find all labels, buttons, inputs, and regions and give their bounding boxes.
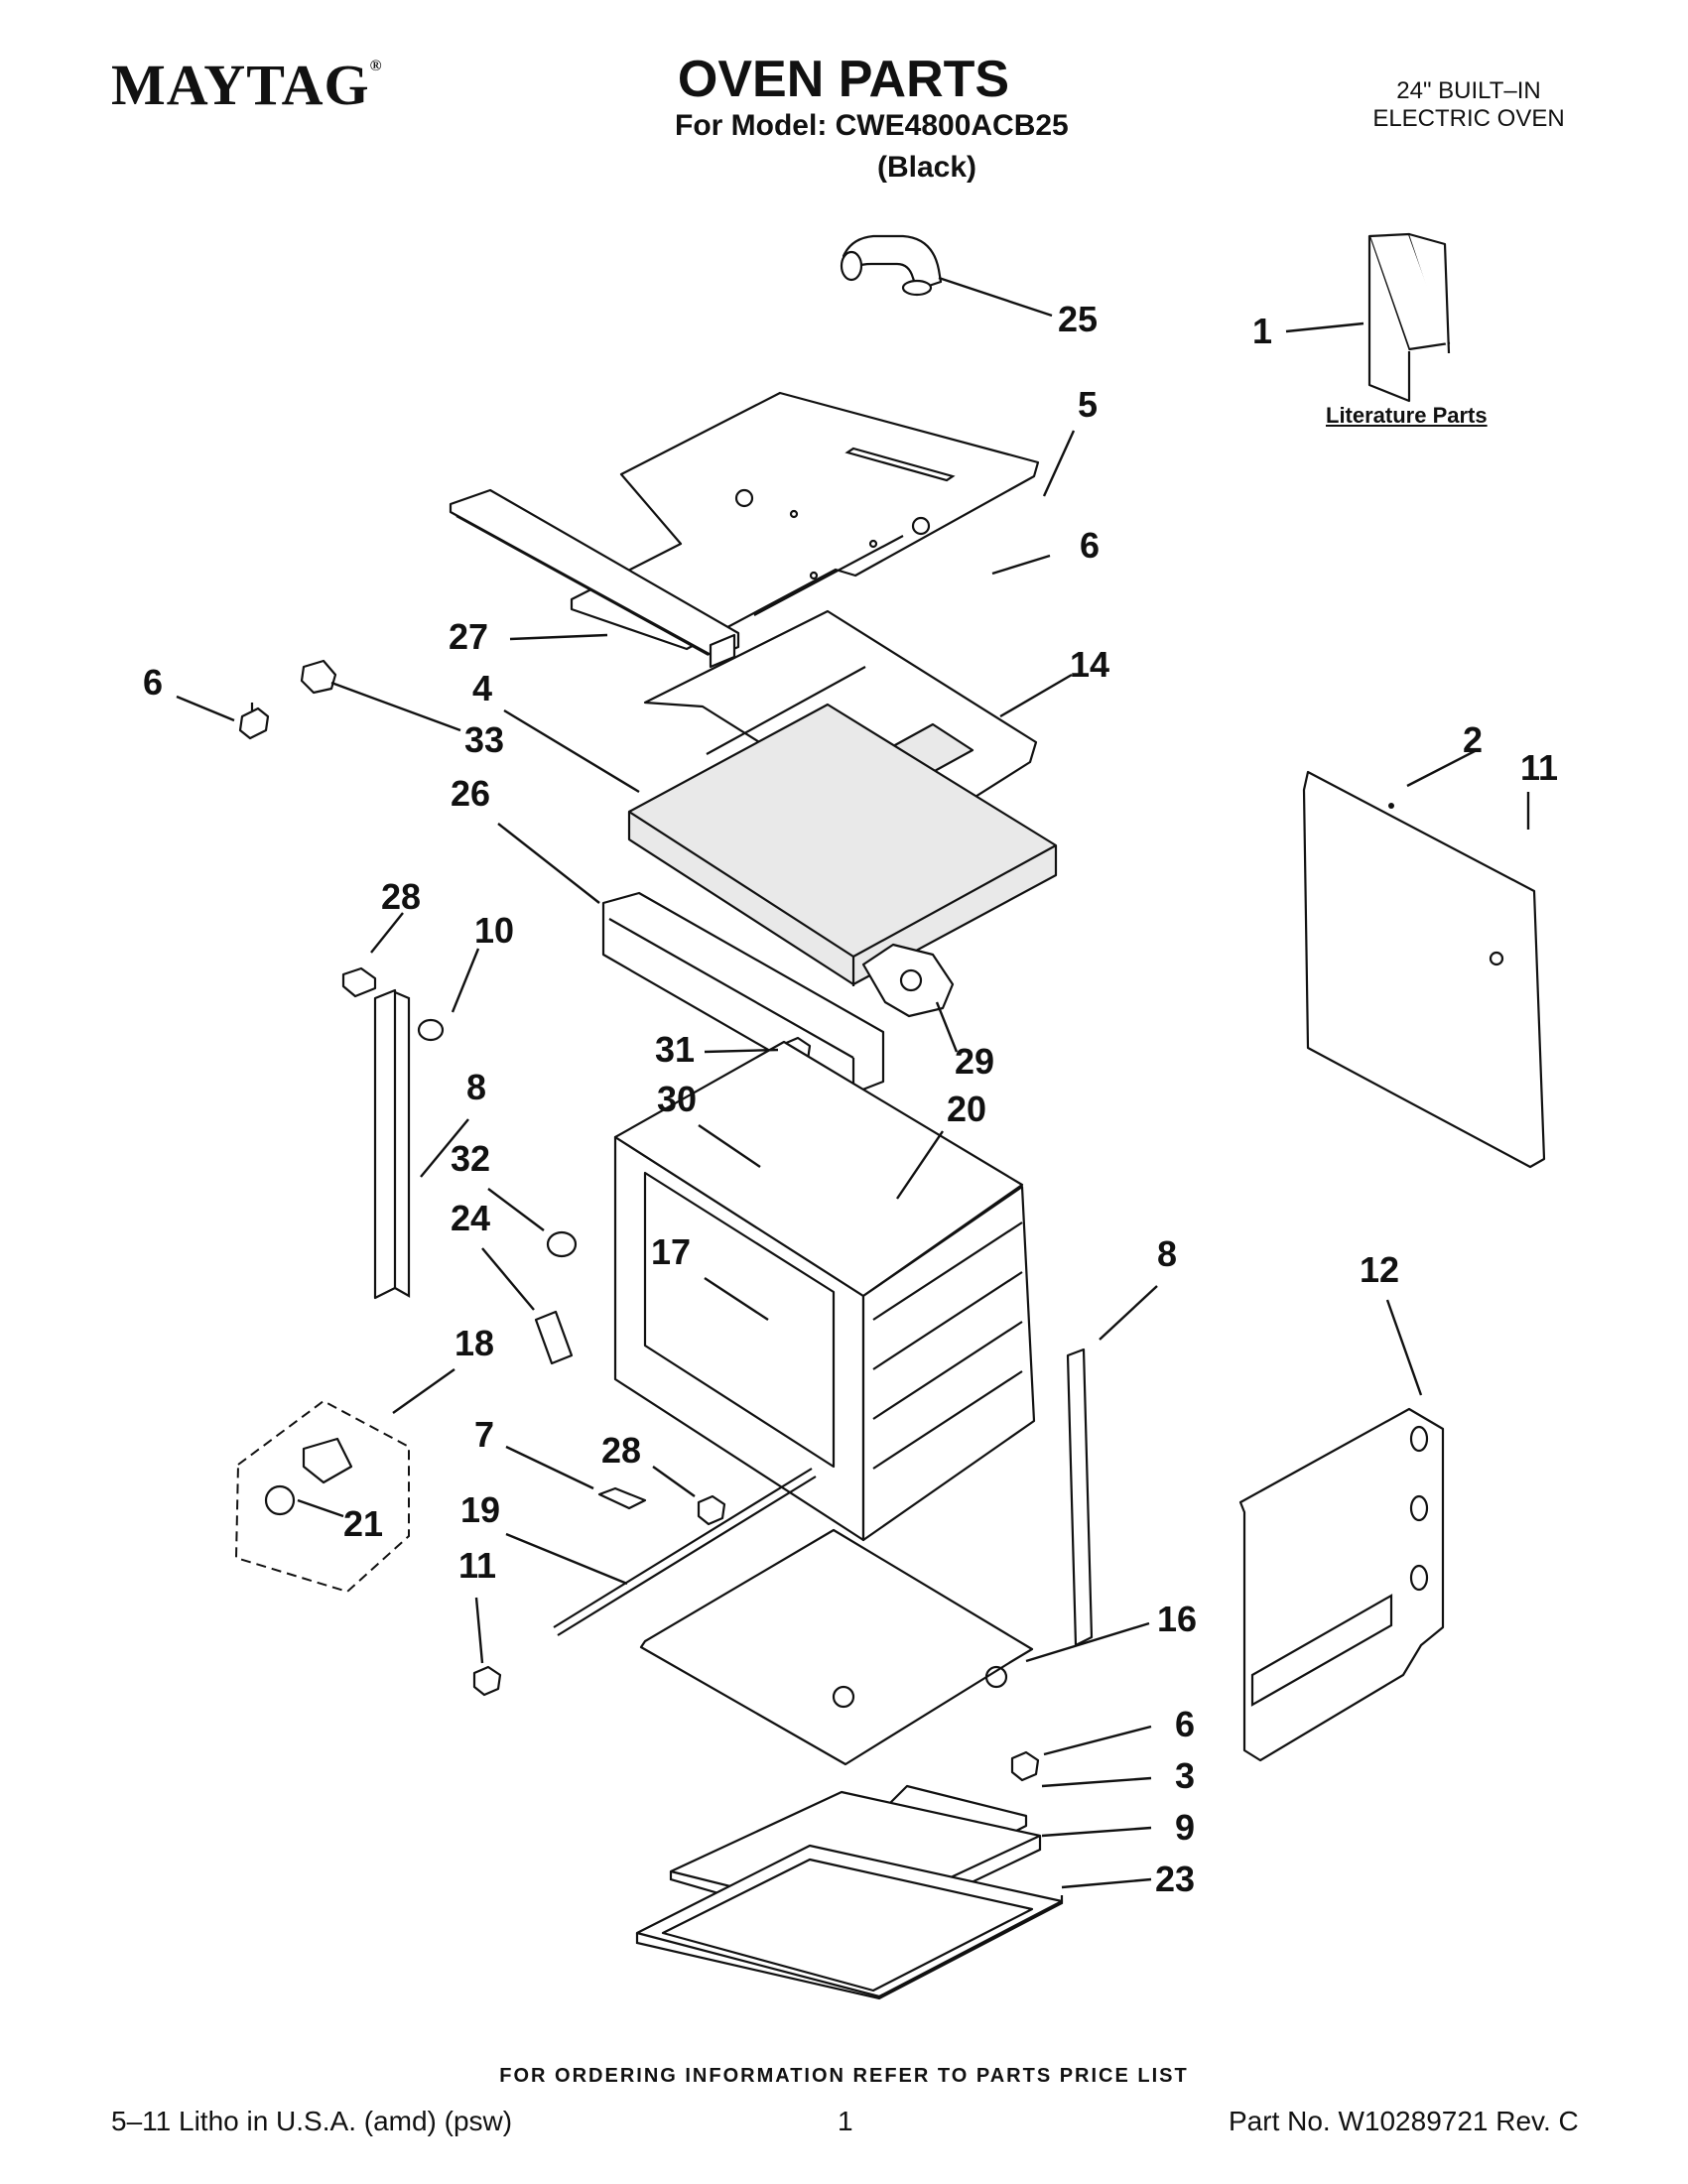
part-screw-left-upper	[238, 703, 270, 740]
callout-23: 23	[1155, 1859, 1196, 1899]
part-nut-32	[546, 1230, 578, 1258]
callout-33: 33	[464, 719, 505, 760]
litho-info: 5–11 Litho in U.S.A. (amd) (psw)	[111, 2106, 513, 2136]
part-literature-booklet	[1367, 232, 1451, 403]
literature-parts-label: Literature Parts	[1326, 403, 1488, 428]
callout-29: 29	[955, 1041, 995, 1082]
part-connector-24	[534, 1310, 574, 1365]
callout-16: 16	[1157, 1599, 1198, 1639]
callout-30: 30	[657, 1079, 698, 1119]
callout-9: 9	[1175, 1807, 1196, 1848]
part-bottom-panel	[639, 1528, 1034, 1766]
part-lower-front-trim	[601, 891, 885, 1101]
brand-logo: MAYTAG®	[111, 52, 383, 118]
part-oven-insulation	[627, 703, 1058, 986]
callout-5: 5	[1078, 384, 1099, 425]
callout-27: 27	[449, 616, 489, 657]
callout-6-left: 6	[143, 662, 164, 703]
part-screw-11-lower	[472, 1665, 502, 1697]
part-element-rod-19	[553, 1468, 817, 1636]
brand-name: MAYTAG	[111, 53, 370, 117]
leader-lines	[176, 276, 1530, 1889]
callout-7: 7	[474, 1414, 495, 1455]
callout-11-lower: 11	[458, 1545, 497, 1586]
callout-17: 17	[651, 1231, 692, 1272]
callout-3: 3	[1175, 1755, 1196, 1796]
model-line: For Model: CWE4800ACB25	[675, 109, 1069, 142]
part-number: Part No. W10289721 Rev. C	[1229, 2106, 1579, 2136]
callout-1: 1	[1252, 311, 1273, 351]
part-oven-cavity	[613, 1040, 1036, 1542]
callout-6-top: 6	[1080, 525, 1101, 566]
part-side-trim-left	[373, 988, 411, 1300]
part-rear-panel	[1302, 770, 1546, 1169]
callout-2: 2	[1463, 719, 1484, 760]
color-line: (Black)	[877, 151, 977, 184]
appliance-type: 24" BUILT–IN ELECTRIC OVEN	[1350, 77, 1588, 133]
callout-32: 32	[451, 1138, 491, 1179]
callout-24: 24	[451, 1198, 491, 1238]
callout-4: 4	[472, 668, 493, 708]
part-bracket-33	[300, 659, 337, 695]
callout-21: 21	[343, 1503, 384, 1544]
appliance-type-line1: 24" BUILT–IN	[1396, 77, 1541, 104]
registered-mark: ®	[369, 58, 383, 74]
part-screw-28-upper	[341, 966, 377, 998]
callout-8-left: 8	[466, 1067, 487, 1107]
callout-8-right: 8	[1157, 1233, 1178, 1274]
part-side-trim-right	[1066, 1348, 1094, 1647]
callout-14: 14	[1070, 644, 1110, 685]
appliance-type-line2: ELECTRIC OVEN	[1372, 105, 1565, 132]
callout-11-right: 11	[1520, 747, 1559, 788]
callout-28-lower: 28	[601, 1430, 642, 1471]
part-screw-6-lower	[1010, 1750, 1040, 1782]
part-vent-elbow	[840, 234, 943, 297]
part-bottom-frame	[635, 1844, 1064, 2000]
part-element-terminal-group	[234, 1399, 410, 1594]
callout-19: 19	[460, 1489, 501, 1530]
page-number: 1	[838, 2106, 853, 2136]
page-title: OVEN PARTS	[677, 51, 1010, 108]
part-screw-28-lower	[697, 1494, 726, 1526]
ordering-info: FOR ORDERING INFORMATION REFER TO PARTS …	[499, 2065, 1189, 2087]
callout-26: 26	[451, 773, 491, 814]
callout-20: 20	[947, 1089, 987, 1129]
callout-10: 10	[474, 910, 515, 951]
callout-12: 12	[1360, 1249, 1400, 1290]
callout-6-lower: 6	[1175, 1704, 1196, 1744]
callout-18: 18	[454, 1323, 495, 1363]
callout-31: 31	[655, 1029, 696, 1070]
callout-25: 25	[1058, 299, 1099, 339]
part-bracket-7	[597, 1486, 647, 1510]
part-top-front-trim	[449, 488, 740, 669]
part-thermostat-switch	[861, 943, 955, 1018]
callout-28-upper: 28	[381, 876, 422, 917]
part-nut-10	[417, 1018, 445, 1042]
part-control-bracket	[1238, 1407, 1445, 1762]
